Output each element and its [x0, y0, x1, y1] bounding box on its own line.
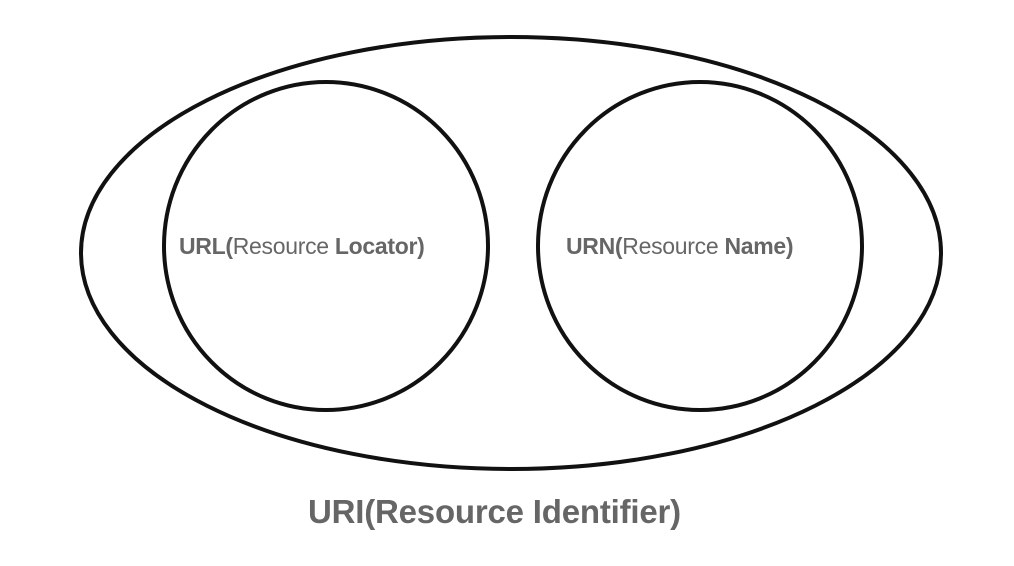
url-label: URL(Resource Locator)	[179, 233, 425, 260]
urn-label: URN(Resource Name)	[566, 233, 794, 260]
url-label-middle: Resource	[232, 233, 335, 259]
url-circle	[162, 80, 490, 412]
urn-label-middle: Resource	[622, 233, 725, 259]
urn-label-prefix: URN(	[566, 233, 623, 259]
uri-ellipse	[79, 35, 943, 471]
uri-label: URI(Resource Identifier)	[308, 493, 681, 530]
url-label-suffix: Locator)	[334, 233, 425, 259]
urn-label-suffix: Name)	[724, 233, 794, 259]
url-label-prefix: URL(	[179, 233, 233, 259]
urn-circle	[536, 80, 864, 412]
